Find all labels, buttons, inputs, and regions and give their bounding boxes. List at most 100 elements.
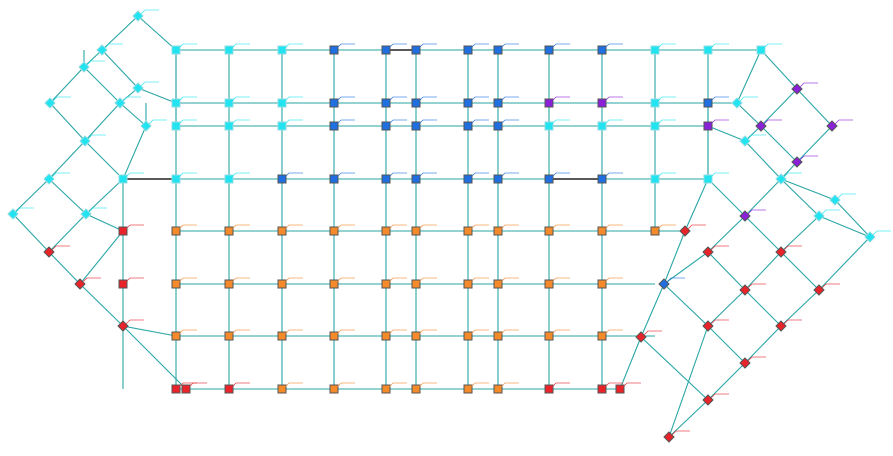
grid-node[interactable]: [493, 329, 519, 341]
node-square[interactable]: [493, 174, 503, 184]
node-square[interactable]: [544, 331, 554, 341]
lattice-node[interactable]: [739, 356, 766, 369]
lattice-node[interactable]: [829, 193, 856, 206]
node-square[interactable]: [463, 174, 473, 184]
node-square[interactable]: [650, 174, 660, 184]
node-square[interactable]: [277, 331, 287, 341]
node-square[interactable]: [118, 279, 128, 289]
node-square[interactable]: [118, 226, 128, 236]
node-square[interactable]: [381, 279, 391, 289]
grid-node[interactable]: [171, 329, 197, 341]
grid-node[interactable]: [224, 224, 250, 236]
lattice-node[interactable]: [78, 60, 105, 73]
lattice-node[interactable]: [755, 119, 782, 132]
node-diamond[interactable]: [755, 120, 767, 132]
grid-node[interactable]: [544, 43, 570, 55]
node-square[interactable]: [544, 226, 554, 236]
grid-node[interactable]: [650, 224, 676, 236]
grid-node[interactable]: [381, 329, 407, 341]
node-square[interactable]: [224, 45, 234, 55]
grid-node[interactable]: [171, 96, 197, 108]
grid-node[interactable]: [650, 119, 676, 131]
node-square[interactable]: [597, 174, 607, 184]
node-diamond[interactable]: [80, 208, 92, 220]
node-square[interactable]: [411, 121, 421, 131]
node-diamond[interactable]: [663, 431, 675, 443]
node-square[interactable]: [381, 121, 391, 131]
node-square[interactable]: [615, 384, 625, 394]
grid-node[interactable]: [703, 43, 729, 55]
lattice-node[interactable]: [775, 172, 802, 185]
grid-node[interactable]: [277, 119, 303, 131]
grid-node[interactable]: [329, 172, 355, 184]
lattice-node[interactable]: [132, 81, 159, 94]
grid-node[interactable]: [224, 382, 250, 394]
lattice-node[interactable]: [791, 155, 818, 168]
lattice-node[interactable]: [658, 277, 685, 290]
node-square[interactable]: [493, 121, 503, 131]
node-square[interactable]: [224, 384, 234, 394]
lattice-node[interactable]: [79, 134, 106, 147]
node-square[interactable]: [411, 45, 421, 55]
lattice-node[interactable]: [7, 207, 34, 220]
grid-node[interactable]: [277, 329, 303, 341]
node-diamond[interactable]: [739, 210, 751, 222]
node-square[interactable]: [597, 98, 607, 108]
node-square[interactable]: [463, 45, 473, 55]
node-square[interactable]: [329, 98, 339, 108]
node-diamond[interactable]: [775, 246, 787, 258]
node-diamond[interactable]: [117, 320, 129, 332]
node-square[interactable]: [597, 279, 607, 289]
grid-node[interactable]: [329, 224, 355, 236]
grid-node[interactable]: [493, 43, 519, 55]
grid-node[interactable]: [597, 43, 623, 55]
node-square[interactable]: [650, 45, 660, 55]
grid-node[interactable]: [224, 119, 250, 131]
node-square[interactable]: [224, 174, 234, 184]
grid-node[interactable]: [703, 119, 729, 131]
grid-node[interactable]: [463, 224, 489, 236]
node-square[interactable]: [381, 226, 391, 236]
node-square[interactable]: [544, 98, 554, 108]
grid-node[interactable]: [381, 43, 407, 55]
grid-node[interactable]: [411, 119, 437, 131]
node-square[interactable]: [493, 384, 503, 394]
node-square[interactable]: [493, 279, 503, 289]
node-square[interactable]: [493, 331, 503, 341]
grid-node[interactable]: [597, 224, 623, 236]
node-square[interactable]: [597, 331, 607, 341]
lattice-node[interactable]: [813, 209, 840, 222]
node-diamond[interactable]: [78, 61, 90, 73]
node-square[interactable]: [329, 174, 339, 184]
grid-node[interactable]: [756, 43, 782, 55]
node-square[interactable]: [329, 384, 339, 394]
node-square[interactable]: [650, 121, 660, 131]
lattice-node[interactable]: [739, 283, 766, 296]
node-square[interactable]: [329, 279, 339, 289]
node-diamond[interactable]: [132, 82, 144, 94]
grid-node[interactable]: [597, 119, 623, 131]
grid-node[interactable]: [329, 119, 355, 131]
node-diamond[interactable]: [74, 278, 86, 290]
lattice-node[interactable]: [44, 96, 71, 109]
node-square[interactable]: [544, 45, 554, 55]
node-square[interactable]: [224, 98, 234, 108]
node-diamond[interactable]: [679, 225, 691, 237]
node-square[interactable]: [277, 45, 287, 55]
grid-node[interactable]: [463, 43, 489, 55]
grid-node[interactable]: [463, 96, 489, 108]
node-square[interactable]: [277, 121, 287, 131]
node-square[interactable]: [118, 174, 128, 184]
node-square[interactable]: [411, 384, 421, 394]
node-square[interactable]: [277, 279, 287, 289]
node-diamond[interactable]: [739, 135, 751, 147]
node-diamond[interactable]: [775, 320, 787, 332]
grid-node[interactable]: [277, 224, 303, 236]
grid-node[interactable]: [411, 277, 437, 289]
grid-node[interactable]: [277, 96, 303, 108]
node-square[interactable]: [277, 226, 287, 236]
lattice-node[interactable]: [702, 245, 729, 258]
node-diamond[interactable]: [702, 320, 714, 332]
lattice-node[interactable]: [635, 330, 662, 343]
grid-node[interactable]: [277, 172, 303, 184]
